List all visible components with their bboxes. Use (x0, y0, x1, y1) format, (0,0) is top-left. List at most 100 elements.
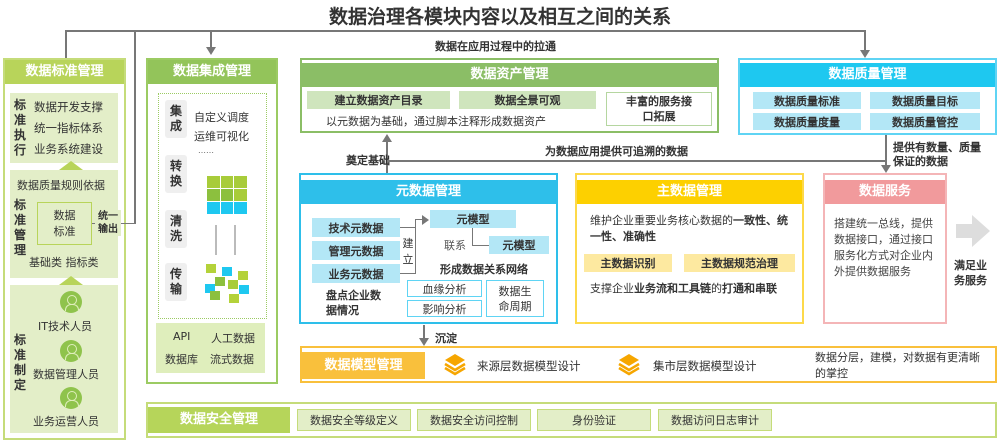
metadata-panel (299, 173, 558, 324)
service-desc: 搭建统一总线，提供数据接口，通过接口服务化方式对企业内外提供数据服务 (834, 217, 933, 278)
connector-line (423, 325, 425, 339)
define-label: 标准制定 (13, 333, 26, 392)
exec-item: 数据开发支撑 (34, 100, 103, 114)
chevron-up-icon (59, 276, 83, 285)
quality-item: 数据质量管控 (870, 113, 980, 130)
connector-line (387, 160, 887, 162)
settle-label: 沉淀 (435, 332, 457, 345)
connector-line (885, 135, 887, 165)
connector-line (415, 219, 423, 220)
integration-title: 数据集成管理 (148, 60, 276, 84)
scattered-blocks-icon (229, 294, 239, 303)
source: API (173, 330, 191, 343)
quality-item: 数据质量标准 (753, 92, 861, 109)
master-support-text: 的 (711, 282, 722, 295)
satisfy-label: 满足业务服务 (954, 259, 987, 287)
master-support-text: 支撑企业 (590, 282, 634, 295)
impact-analysis: 影响分析 (407, 300, 482, 317)
person-role: 数据管理人员 (33, 368, 99, 381)
categories: 基础类 指标类 (29, 256, 99, 269)
arrow-up-icon (382, 134, 392, 142)
metadata-type: 管理元数据 (312, 241, 400, 260)
scattered-blocks-icon (215, 277, 225, 286)
arrow-down-icon (419, 338, 429, 346)
layers-icon (617, 352, 641, 376)
quality-item: 数据质量度量 (753, 113, 861, 130)
source: 数据库 (165, 353, 198, 366)
connector-line (415, 219, 416, 274)
connector-line (386, 140, 388, 174)
master-desc: 维护企业重要业务核心数据的一致性、统一性、准确性 (590, 213, 798, 245)
sources-panel (156, 323, 265, 373)
master-title: 主数据管理 (577, 180, 802, 204)
scattered-blocks-icon (206, 264, 216, 273)
quality-item: 数据质量目标 (870, 92, 980, 109)
scattered-blocks-icon (205, 284, 215, 293)
foundation-label: 奠定基础 (346, 154, 390, 167)
exec-label: 标准执行 (13, 98, 26, 157)
quality-title: 数据质量管理 (740, 63, 995, 87)
person-role: IT技术人员 (38, 320, 92, 333)
security-panel (146, 402, 997, 438)
master-item: 主数据识别 (584, 254, 672, 272)
layers-icon (443, 352, 467, 376)
master-support: 支撑企业业务流和工具链的打通和串联 (590, 281, 796, 297)
scattered-blocks-icon (222, 267, 232, 276)
network-label: 形成数据关系网络 (440, 263, 528, 276)
page-title: 数据治理各模块内容以及相互之间的关系 (328, 6, 671, 28)
metadata-title: 元数据管理 (301, 180, 556, 204)
connector-line (210, 30, 212, 48)
service-panel (823, 173, 947, 324)
step-transfer: 传输 (165, 263, 187, 301)
arrow-up-icon (215, 225, 217, 255)
metadata-type: 技术元数据 (312, 218, 400, 237)
exec-panel (10, 93, 118, 163)
master-desc-bold: 一致性、统一性、准确性 (590, 214, 788, 243)
feature: …… (198, 146, 214, 155)
step-clean: 清洗 (165, 210, 187, 248)
connector-line (65, 30, 67, 58)
feature: 运维可视化 (194, 130, 249, 143)
traceable-label: 为数据应用提供可追溯的数据 (545, 145, 688, 158)
security-item: 数据安全等级定义 (297, 409, 411, 431)
connector-line (400, 227, 416, 228)
quality-panel (738, 58, 997, 135)
person-icon (60, 340, 82, 362)
scattered-blocks-icon (239, 285, 249, 294)
connector-label: 数据在应用过程中的拉通 (435, 40, 556, 53)
arrow-down-icon (881, 165, 891, 173)
asset-item: 数据全景可观 (459, 91, 596, 109)
master-desc-text: 维护企业重要业务核心数据的 (590, 214, 733, 227)
asset-service: 丰富的服务接口拓展 (606, 92, 712, 126)
master-item: 主数据规范治理 (684, 254, 795, 272)
standard-panel (3, 58, 126, 440)
chevron-up-icon (59, 161, 83, 170)
security-item: 数据访问日志审计 (658, 409, 772, 431)
model-panel (300, 346, 997, 383)
person-icon (60, 291, 82, 313)
rule-basis: 数据质量规则依据 (17, 179, 105, 192)
master-support-bold: 打通和串联 (722, 282, 777, 295)
arrow-right-icon (972, 215, 990, 247)
standard-title: 数据标准管理 (5, 60, 124, 84)
arrow-down-icon (860, 50, 870, 58)
security-title: 数据安全管理 (148, 407, 290, 433)
asset-title: 数据资产管理 (302, 63, 717, 87)
master-panel (575, 173, 804, 324)
step-transform: 转换 (165, 155, 187, 193)
source: 人工数据 (211, 332, 255, 345)
inventory-label: 盘点企业数据情况 (326, 289, 381, 317)
exec-item: 业务系统建设 (34, 142, 103, 156)
person-role: 业务运营人员 (33, 415, 99, 428)
arrow-right-icon (956, 224, 974, 238)
security-item: 数据安全访问控制 (417, 409, 531, 431)
arrow-down-icon (206, 47, 216, 55)
scattered-blocks-icon (238, 271, 248, 280)
metadata-type: 业务元数据 (312, 264, 400, 283)
data-standard-label: 数据标准 (53, 209, 76, 238)
unified-output: 统一输出 (95, 210, 121, 236)
meta-model: 元模型 (430, 210, 516, 228)
meta-model: 元模型 (489, 236, 549, 254)
lineage-analysis: 血缘分析 (407, 280, 482, 297)
arrow-up-icon (234, 225, 236, 255)
